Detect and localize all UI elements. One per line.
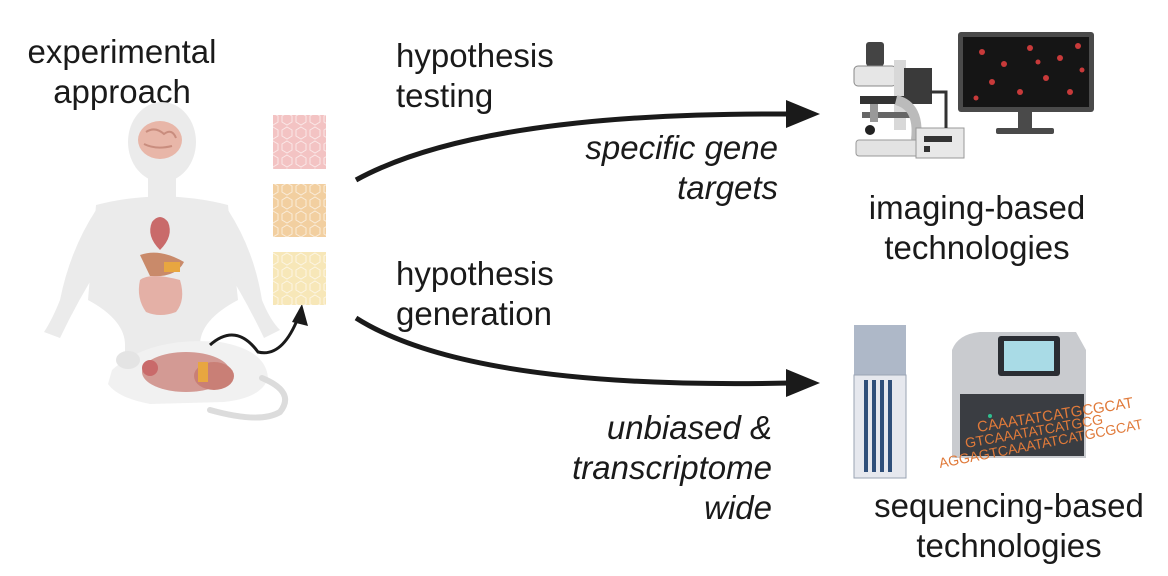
hypothesis-generation-arrow <box>354 315 820 397</box>
specific-gene-targets-label: specific gene targets <box>585 129 778 206</box>
tissue-sample-orange <box>273 184 326 237</box>
heart-icon <box>150 217 170 250</box>
fluorescent-spots <box>973 43 1085 101</box>
tissue-sample-pink <box>273 115 326 169</box>
mouse-icon <box>108 341 288 421</box>
sequencing-based-technologies-label: sequencing-based technologies <box>874 487 1144 564</box>
digestive-organs-icon <box>138 252 184 315</box>
monitor-icon <box>958 32 1094 134</box>
brain-icon <box>138 121 182 159</box>
hypothesis-testing-label: hypothesis testing <box>396 37 554 114</box>
hypothesis-testing-arrow <box>354 100 820 183</box>
unbiased-transcriptome-wide-label: unbiased & transcriptome wide <box>572 409 772 526</box>
microscope-icon <box>853 42 932 157</box>
experimental-approach-label: experimental approach <box>27 33 217 110</box>
tissue-sample-yellow <box>273 252 326 305</box>
light-source-box-icon <box>915 90 965 159</box>
imaging-based-technologies-label: imaging-based technologies <box>868 189 1086 266</box>
sequencer-icon <box>952 332 1086 458</box>
sample-arrow <box>209 304 308 355</box>
flow-cell-icon <box>853 325 907 479</box>
hypothesis-generation-label: hypothesis generation <box>396 255 554 332</box>
